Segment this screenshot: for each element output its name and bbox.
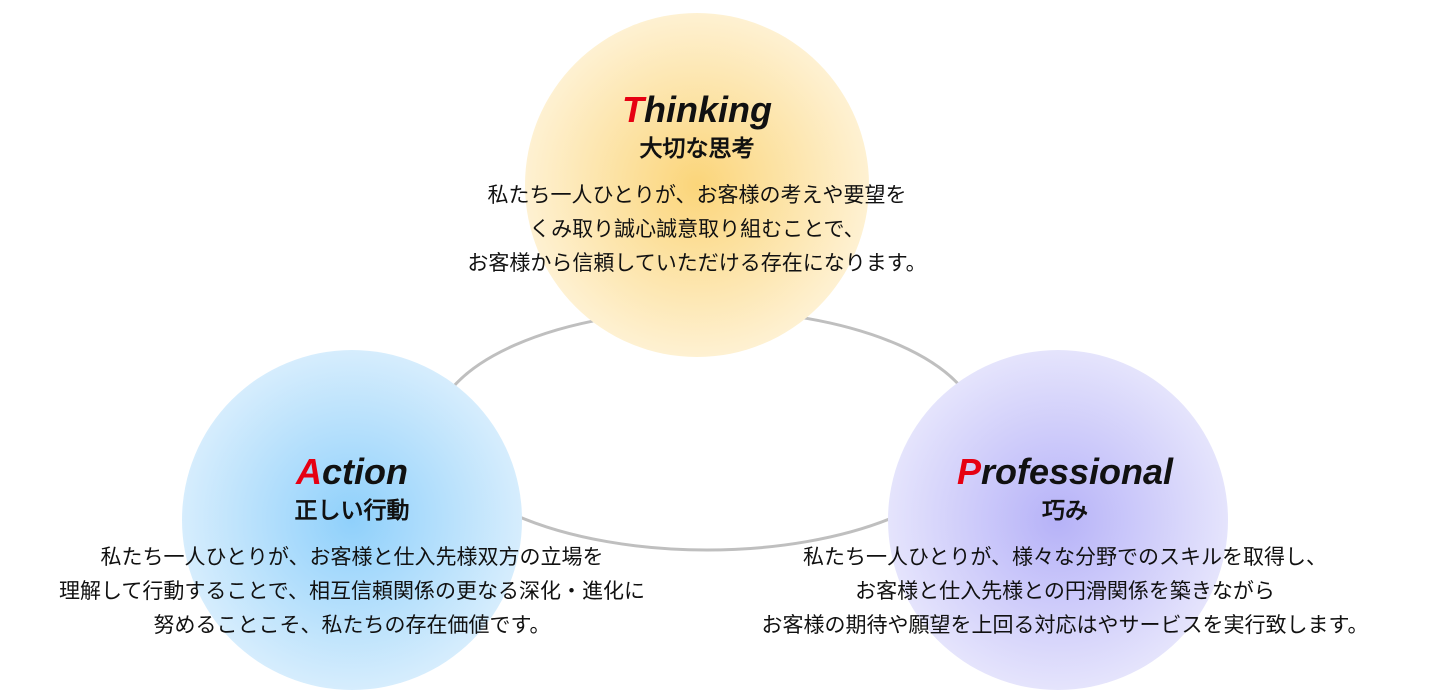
professional-subtitle: 巧み	[1042, 498, 1088, 524]
thinking-circle	[525, 13, 869, 357]
action-description: 私たち一人ひとりが、お客様と仕入先様双方の立場を 理解して行動することで、相互信…	[2, 540, 702, 642]
description-line: 理解して行動することで、相互信頼関係の更なる深化・進化に	[59, 579, 645, 603]
description-line: お客様の期待や願望を上回る対応はやサービスを実行致します。	[761, 613, 1369, 637]
title-rest: ction	[322, 451, 408, 492]
thinking-description: 私たち一人ひとりが、お客様の考えや要望を くみ取り誠心誠意取り組むことで、 お客…	[397, 178, 997, 280]
professional-block: Professional 巧み 私たち一人ひとりが、様々な分野でのスキルを取得し…	[700, 452, 1430, 642]
title-initial: P	[956, 451, 981, 492]
thinking-subtitle: 大切な思考	[639, 136, 755, 162]
title-rest: hinking	[644, 89, 772, 130]
description-line: お客様から信頼していただける存在になります。	[467, 251, 927, 275]
description-line: 私たち一人ひとりが、様々な分野でのスキルを取得し、	[803, 545, 1327, 569]
description-line: 努めることこそ、私たちの存在価値です。	[153, 613, 551, 637]
thinking-block: Thinking 大切な思考 私たち一人ひとりが、お客様の考えや要望を くみ取り…	[397, 90, 997, 280]
description-line: お客様と仕入先様との円滑関係を築きながら	[855, 579, 1275, 603]
action-circle	[182, 350, 522, 690]
professional-title: Professional	[700, 452, 1430, 492]
action-subtitle: 正しい行動	[294, 498, 410, 524]
title-initial: T	[622, 89, 644, 130]
description-line: くみ取り誠心誠意取り組むことで、	[529, 217, 865, 241]
thinking-title: Thinking	[397, 90, 997, 130]
title-initial: A	[296, 451, 322, 492]
description-line: 私たち一人ひとりが、お客様と仕入先様双方の立場を	[100, 545, 604, 569]
action-block: Action 正しい行動 私たち一人ひとりが、お客様と仕入先様双方の立場を 理解…	[2, 452, 702, 642]
action-title: Action	[2, 452, 702, 492]
professional-circle	[888, 350, 1228, 690]
title-rest: rofessional	[980, 451, 1174, 492]
professional-description: 私たち一人ひとりが、様々な分野でのスキルを取得し、 お客様と仕入先様との円滑関係…	[700, 540, 1430, 642]
description-line: 私たち一人ひとりが、お客様の考えや要望を	[487, 183, 907, 207]
